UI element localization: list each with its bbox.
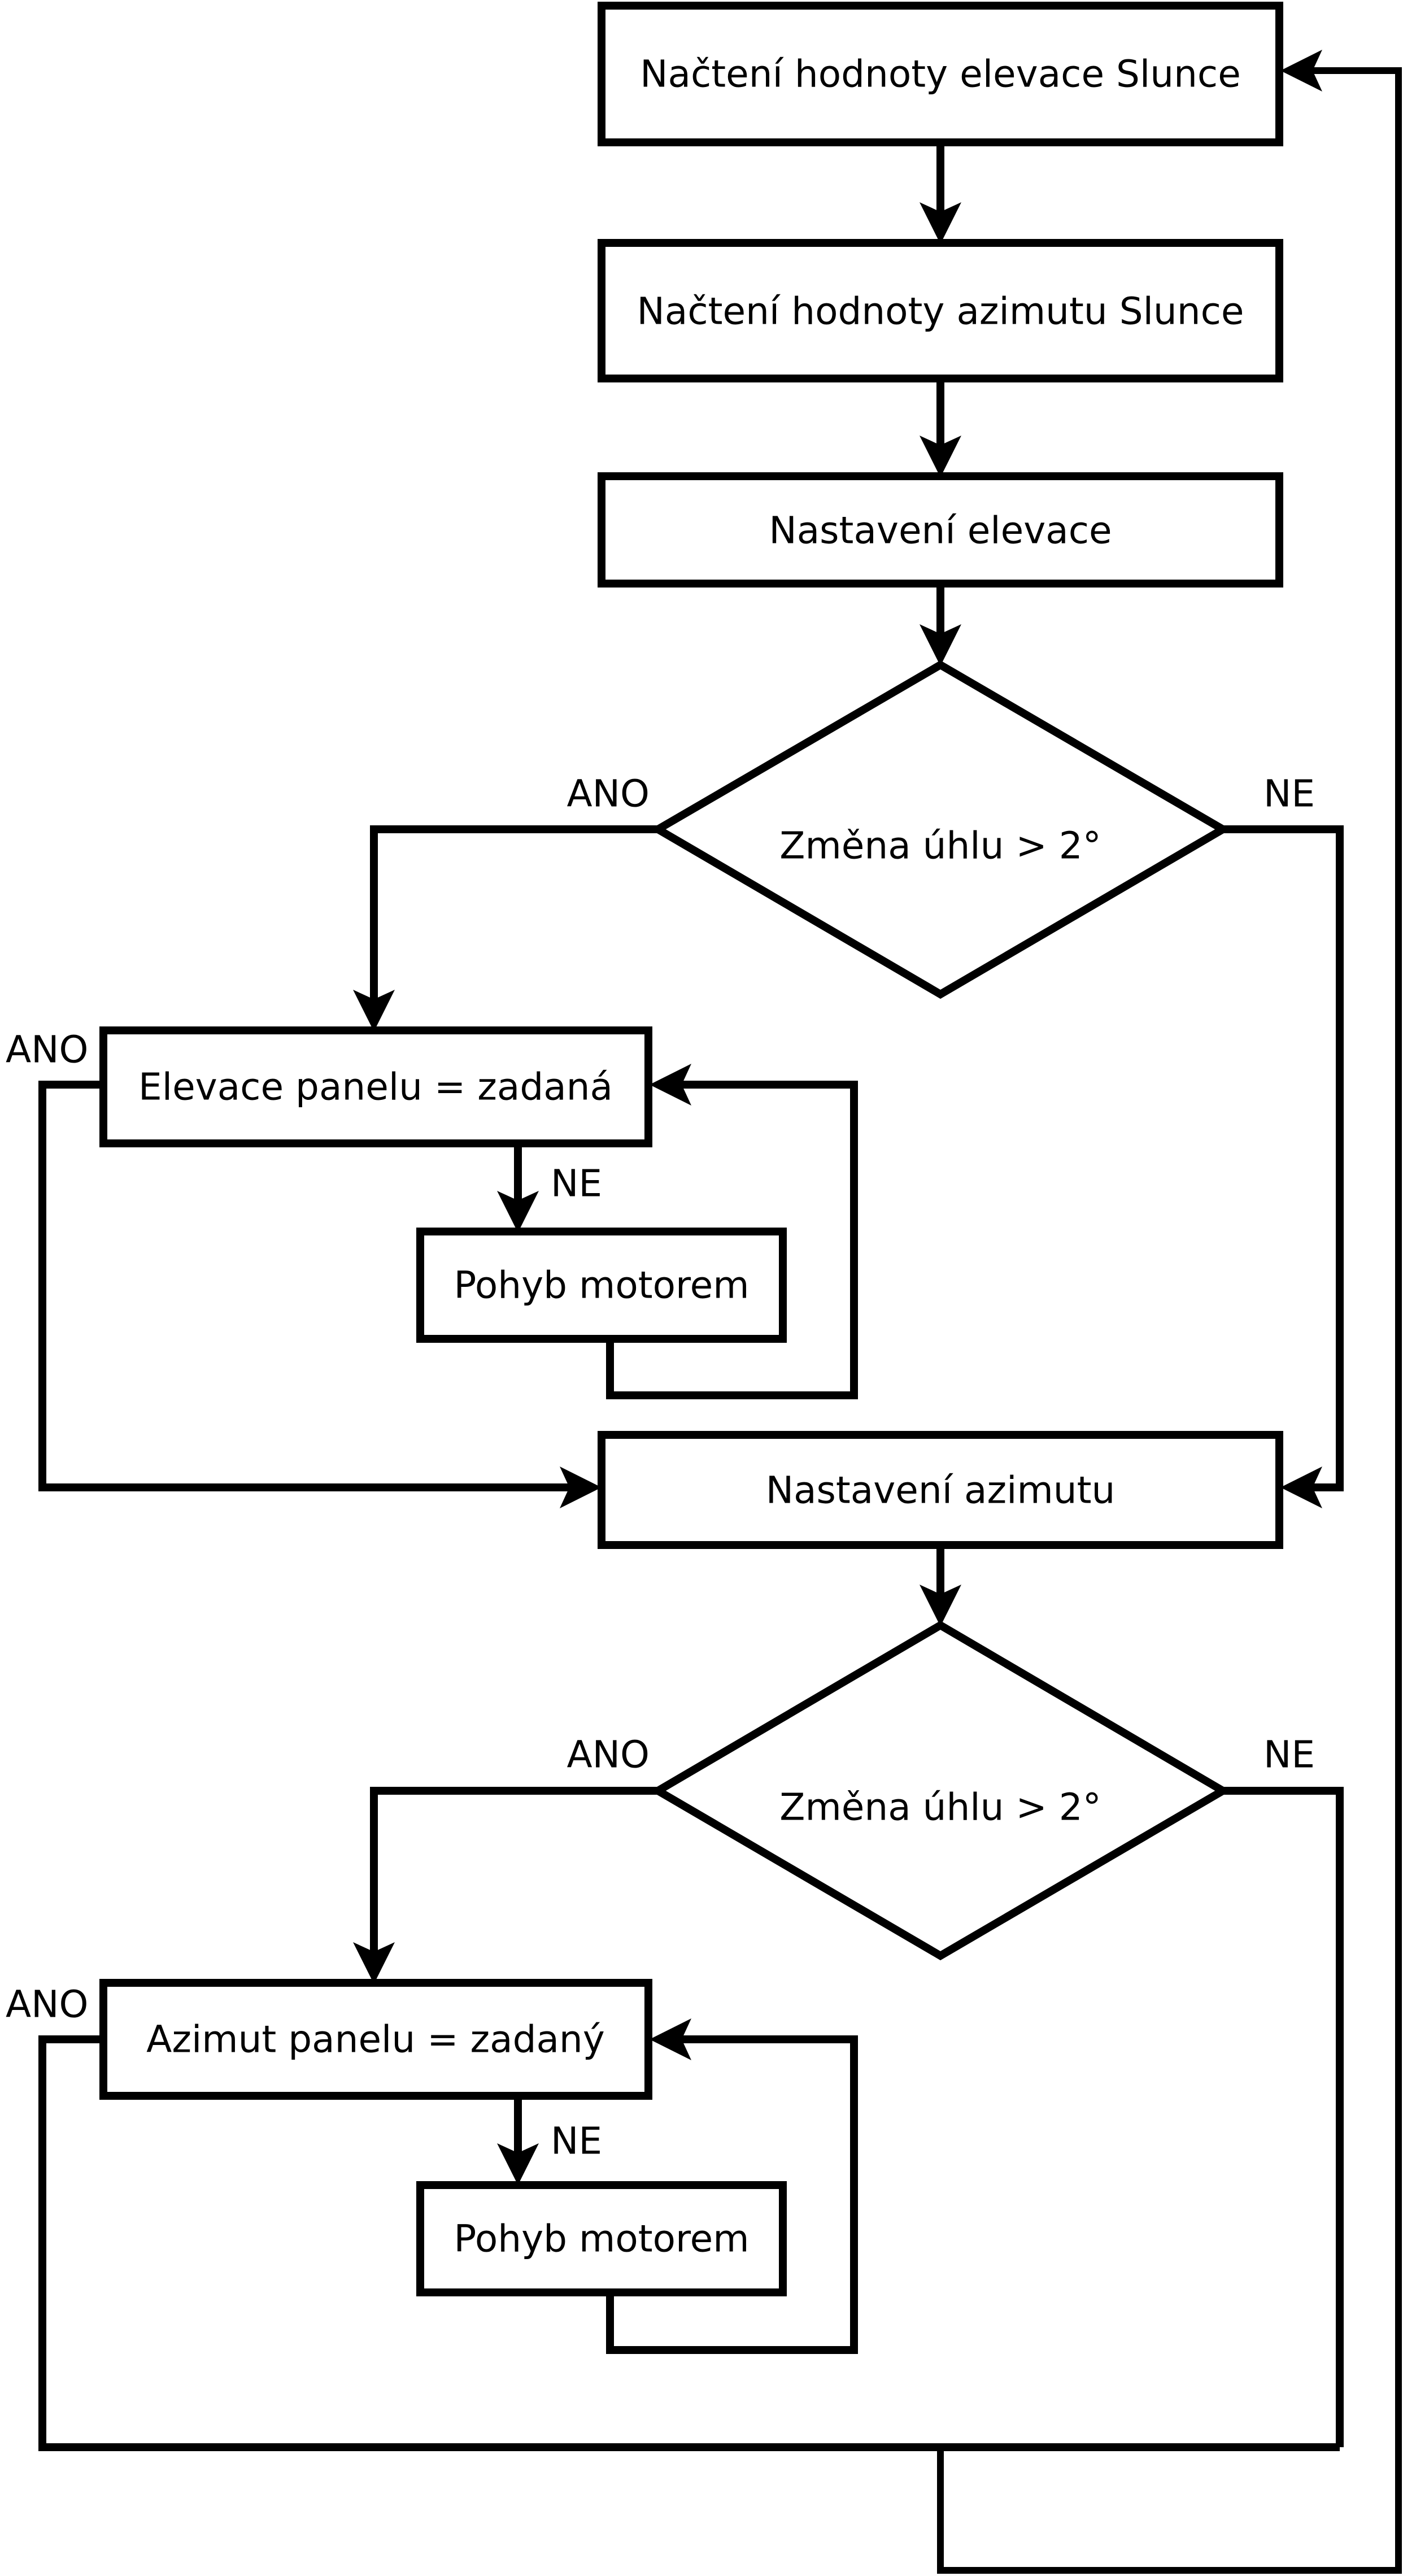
arrowhead-down-into-azimuth-decision — [920, 1585, 961, 1626]
label-elevation-decision: Změna úhlu > 2° — [779, 824, 1101, 868]
label-azimuth-decision-yes: ANO — [567, 1733, 650, 1777]
decision-elevation-angle-change — [650, 660, 1231, 999]
label-elevation-motor-move: Pohyb motorem — [454, 1264, 749, 1307]
edge-azimuth-decision-no-to-bottom — [1223, 1787, 1344, 2447]
label-load-azimuth: Načtení hodnoty azimutu Slunce — [637, 290, 1244, 333]
label-elevation-equal-yes: ANO — [6, 1028, 88, 1072]
nodes: Načtení hodnoty elevace Slunce Načtení h… — [99, 2, 1283, 2296]
label-load-elevation: Načtení hodnoty elevace Slunce — [640, 53, 1241, 96]
process-elevation-panel-equals — [99, 1026, 652, 1147]
edge-azimuth-motor-loop — [606, 2035, 858, 2354]
process-azimuth-panel-equals — [99, 1979, 652, 2100]
label-elevation-decision-yes: ANO — [567, 772, 650, 816]
edge-elevation-equal-yes-to-set-azimuth — [38, 1081, 572, 1491]
label-azimuth-equal-no: NE — [551, 2120, 602, 2163]
label-azimuth-motor-move: Pohyb motorem — [454, 2217, 749, 2261]
arrowhead-down-into-elevation-decision — [920, 624, 961, 666]
arrowhead-left-into-set-azimuth — [1280, 1467, 1322, 1508]
arrowhead-down-into-set-elevation — [920, 436, 961, 477]
arrowhead-left-into-elevation-panel-equals — [650, 1064, 691, 1106]
label-elevation-equal-no: NE — [551, 1162, 602, 1206]
process-azimuth-motor-move — [416, 2181, 787, 2296]
arrowhead-down-into-elevation-panel-equals — [353, 990, 395, 1032]
arrowhead-down-into-load-azimuth — [920, 202, 961, 244]
edge-azimuth-decision-yes — [370, 1787, 658, 1956]
label-azimuth-panel-equals: Azimut panelu = zadaný — [146, 2018, 605, 2061]
label-azimuth-decision: Změna úhlu > 2° — [779, 1786, 1101, 1829]
process-load-elevation — [598, 2, 1283, 146]
label-elevation-panel-equals: Elevace panelu = zadaná — [138, 1065, 613, 1109]
edge-azimuth-equal-yes-to-bottom — [38, 2035, 1340, 2451]
edge-return-to-load-elevation — [937, 67, 1402, 2574]
edges — [38, 50, 1402, 2574]
arrowhead-down-into-azimuth-motor — [497, 2143, 539, 2185]
arrowhead-left-into-azimuth-panel-equals — [650, 2018, 691, 2060]
arrowhead-right-into-set-azimuth — [560, 1467, 602, 1508]
label-azimuth-decision-no: NE — [1263, 1733, 1315, 1777]
label-set-elevation: Nastavení elevace — [769, 509, 1112, 552]
process-load-azimuth — [598, 239, 1283, 382]
process-set-azimuth — [598, 1431, 1283, 1549]
arrowhead-down-into-azimuth-panel-equals — [353, 1942, 395, 1984]
label-set-azimuth: Nastavení azimutu — [766, 1469, 1116, 1512]
edge-elevation-motor-loop — [606, 1081, 858, 1399]
arrowhead-down-into-elevation-motor — [497, 1191, 539, 1233]
process-elevation-motor-move — [416, 1228, 787, 1343]
label-azimuth-equal-yes: ANO — [6, 1983, 88, 2026]
edge-elevation-decision-yes — [370, 825, 658, 1003]
edge-elevation-decision-no-to-set-azimuth — [1223, 825, 1344, 1491]
arrowhead-left-into-load-elevation — [1280, 50, 1322, 92]
process-set-elevation — [598, 472, 1283, 588]
branch-labels: ANO NE ANO NE ANO NE ANO NE — [6, 772, 1315, 2163]
decision-azimuth-angle-change — [650, 1620, 1231, 1961]
label-elevation-decision-no: NE — [1263, 772, 1315, 816]
